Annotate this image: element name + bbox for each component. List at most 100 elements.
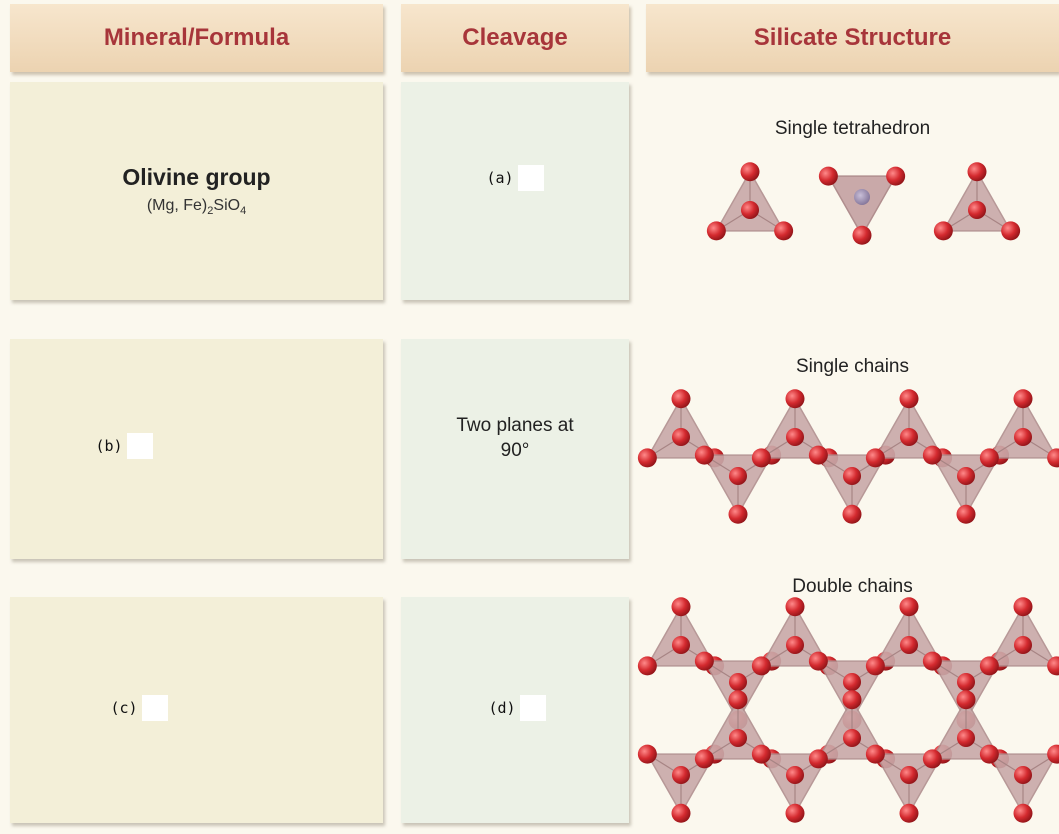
single-tetrahedron-group bbox=[706, 162, 1021, 245]
oxygen-atom bbox=[774, 221, 794, 241]
mineral-formula-olivine: (Mg, Fe)2SiO4 bbox=[146, 197, 247, 218]
row2-mineral-cell: (b) bbox=[10, 339, 383, 559]
oxygen-atom bbox=[956, 690, 976, 710]
blank-d-input[interactable] bbox=[519, 695, 546, 721]
oxygen-atom-apex bbox=[899, 427, 919, 447]
double-chain-lower-tetrahedron bbox=[637, 744, 725, 823]
oxygen-atom bbox=[842, 504, 862, 524]
oxygen-atom bbox=[785, 389, 805, 409]
silicon-atom bbox=[854, 189, 870, 205]
blank-b[interactable]: (b) bbox=[95, 433, 153, 459]
tetrahedron-face bbox=[827, 175, 897, 237]
blank-a[interactable]: (a) bbox=[486, 165, 544, 191]
oxygen-atom-apex bbox=[967, 200, 987, 220]
header-mineral-label: Mineral/Formula bbox=[103, 24, 290, 51]
single-chain-tetrahedron bbox=[808, 445, 896, 524]
blank-b-label: (b) bbox=[95, 437, 123, 455]
oxygen-atom-apex bbox=[740, 200, 760, 220]
oxygen-atom bbox=[967, 162, 987, 182]
structure-label-single-tetrahedron: Single tetrahedron bbox=[774, 118, 931, 139]
oxygen-atom bbox=[694, 749, 714, 769]
double-chain-upper-tetrahedron bbox=[979, 597, 1059, 676]
oxygen-atom bbox=[933, 221, 953, 241]
tetrahedron-view-3 bbox=[933, 162, 1021, 241]
oxygen-atom-apex bbox=[956, 728, 976, 748]
oxygen-atom bbox=[818, 166, 838, 186]
blank-a-label: (a) bbox=[486, 169, 514, 187]
structure-label-single-chains: Single chains bbox=[795, 356, 910, 377]
row1-cleavage-cell: (a) bbox=[401, 82, 629, 300]
oxygen-atom bbox=[922, 445, 942, 465]
oxygen-atom-apex bbox=[671, 427, 691, 447]
oxygen-atom bbox=[842, 690, 862, 710]
oxygen-atom bbox=[865, 448, 885, 468]
header-structure-label: Silicate Structure bbox=[753, 24, 952, 51]
oxygen-atom-apex bbox=[1013, 427, 1033, 447]
oxygen-atom-apex bbox=[1013, 635, 1033, 655]
oxygen-atom-apex bbox=[842, 672, 862, 692]
oxygen-atom bbox=[922, 651, 942, 671]
tetrahedron-view-2 bbox=[818, 166, 906, 245]
oxygen-atom bbox=[1013, 389, 1033, 409]
oxygen-atom bbox=[694, 651, 714, 671]
oxygen-atom-apex bbox=[956, 672, 976, 692]
double-chain-lower-tetrahedron bbox=[979, 744, 1059, 823]
oxygen-atom bbox=[728, 690, 748, 710]
tetrahedron-view-1 bbox=[706, 162, 794, 241]
oxygen-atom bbox=[1013, 597, 1033, 617]
oxygen-atom-apex bbox=[785, 765, 805, 785]
oxygen-atom bbox=[1001, 221, 1021, 241]
row3-cleavage-cell: (d) bbox=[401, 597, 629, 823]
blank-d[interactable]: (d) bbox=[488, 695, 546, 721]
oxygen-atom bbox=[1047, 744, 1059, 764]
oxygen-atom bbox=[886, 166, 906, 186]
blank-c-label: (c) bbox=[110, 699, 138, 717]
oxygen-atom-apex bbox=[785, 635, 805, 655]
oxygen-atom bbox=[740, 162, 760, 182]
header-cleavage-label: Cleavage bbox=[462, 24, 568, 51]
blank-c-input[interactable] bbox=[141, 695, 168, 721]
oxygen-atom bbox=[751, 656, 771, 676]
blank-a-input[interactable] bbox=[517, 165, 544, 191]
oxygen-atom bbox=[751, 448, 771, 468]
oxygen-atom-apex bbox=[728, 728, 748, 748]
blank-b-input[interactable] bbox=[126, 433, 153, 459]
blank-c[interactable]: (c) bbox=[110, 695, 168, 721]
oxygen-atom bbox=[852, 225, 872, 245]
oxygen-atom bbox=[671, 597, 691, 617]
oxygen-atom bbox=[899, 803, 919, 823]
oxygen-atom bbox=[979, 656, 999, 676]
oxygen-atom bbox=[637, 744, 657, 764]
oxygen-atom bbox=[899, 389, 919, 409]
oxygen-atom-apex bbox=[728, 466, 748, 486]
oxygen-atom bbox=[637, 448, 657, 468]
oxygen-atom bbox=[694, 445, 714, 465]
oxygen-atom bbox=[637, 656, 657, 676]
row3-mineral-cell: (c) bbox=[10, 597, 383, 823]
oxygen-atom bbox=[1047, 656, 1059, 676]
oxygen-atom bbox=[899, 597, 919, 617]
oxygen-atom bbox=[808, 749, 828, 769]
blank-d-label: (d) bbox=[488, 699, 516, 717]
oxygen-atom bbox=[706, 221, 726, 241]
oxygen-atom bbox=[808, 651, 828, 671]
oxygen-atom-apex bbox=[785, 427, 805, 447]
header-mineral-formula: Mineral/Formula bbox=[10, 4, 383, 72]
oxygen-atom-apex bbox=[842, 728, 862, 748]
single-chain-group bbox=[637, 389, 1059, 524]
oxygen-atom bbox=[979, 448, 999, 468]
oxygen-atom bbox=[671, 389, 691, 409]
oxygen-atom-apex bbox=[899, 765, 919, 785]
oxygen-atom bbox=[728, 504, 748, 524]
double-chain-lower-tetrahedron bbox=[922, 690, 1010, 769]
row1-mineral-cell: Olivine group (Mg, Fe)2SiO4 bbox=[10, 82, 383, 300]
oxygen-atom bbox=[671, 803, 691, 823]
cleavage-two-planes: Two planes at 90° bbox=[456, 415, 574, 461]
oxygen-atom bbox=[865, 656, 885, 676]
oxygen-atom-apex bbox=[956, 466, 976, 486]
oxygen-atom bbox=[785, 597, 805, 617]
oxygen-atom bbox=[1047, 448, 1059, 468]
oxygen-atom bbox=[922, 749, 942, 769]
mineral-name-olivine: Olivine group bbox=[122, 164, 271, 191]
oxygen-atom-apex bbox=[1013, 765, 1033, 785]
